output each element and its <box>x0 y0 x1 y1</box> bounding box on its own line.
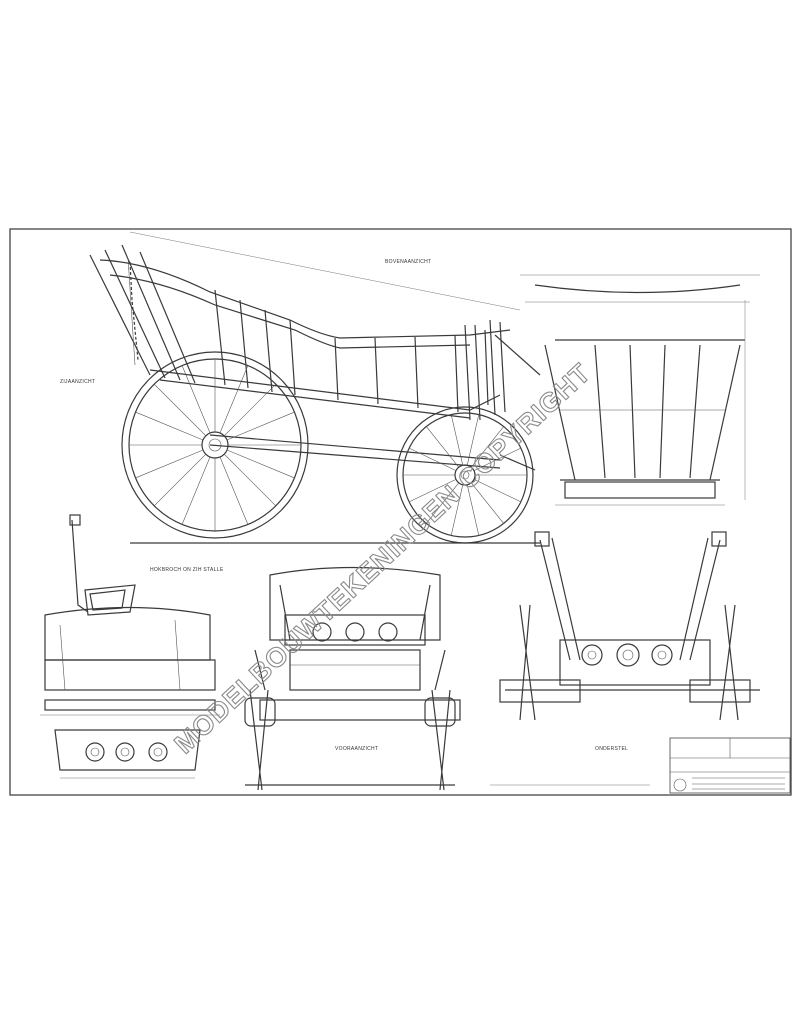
wheel-spoke <box>135 449 204 479</box>
wheel-spoke <box>409 447 457 471</box>
wheel-spoke <box>181 456 211 525</box>
wheel-spoke <box>473 447 521 471</box>
front-wheel <box>396 406 534 544</box>
front-view: VOORAANZICHT <box>244 566 461 791</box>
seat-detail: HOKBROCH ON ZIH STALLE <box>40 514 224 779</box>
end-view <box>520 274 760 506</box>
wheel-spoke <box>219 456 249 525</box>
wheel-spoke <box>426 482 459 524</box>
seat-detail-label: HOKBROCH ON ZIH STALLE <box>150 567 224 573</box>
rosette-row <box>85 742 168 762</box>
wheel-spoke <box>409 479 457 503</box>
title-block <box>669 737 791 794</box>
side-view-label: ZIJAANZICHT <box>60 379 95 385</box>
wheel-spoke <box>450 414 464 466</box>
sheet-border <box>9 228 792 796</box>
wheel-spoke <box>466 414 480 466</box>
underframe-view: ONDERSTEL <box>490 531 760 786</box>
wheel-spoke <box>153 383 207 437</box>
wheel-spoke <box>226 411 295 441</box>
wheel-spoke <box>223 453 277 507</box>
wheel-spoke <box>473 479 521 503</box>
side-view: ZIJAANZICHT BOVENAANZICHT <box>60 231 541 544</box>
wheel-spoke <box>219 365 249 434</box>
wheel-spoke <box>181 365 211 434</box>
wheel-spoke <box>450 484 464 536</box>
front-view-label: VOORAANZICHT <box>335 746 378 752</box>
wheel-spoke <box>466 484 480 536</box>
wheel-spoke <box>471 482 504 524</box>
wheel-spoke <box>153 453 207 507</box>
underframe-rosettes <box>581 643 673 667</box>
plan-view-label: BOVENAANZICHT <box>385 259 431 265</box>
wheel-spoke <box>426 426 459 468</box>
rear-wheel <box>121 351 309 539</box>
wheel-spoke <box>471 426 504 468</box>
wheel-spoke <box>223 383 277 437</box>
underframe-view-label: ONDERSTEL <box>595 746 628 752</box>
wheel-spoke <box>135 411 204 441</box>
wheel-spoke <box>226 449 295 479</box>
